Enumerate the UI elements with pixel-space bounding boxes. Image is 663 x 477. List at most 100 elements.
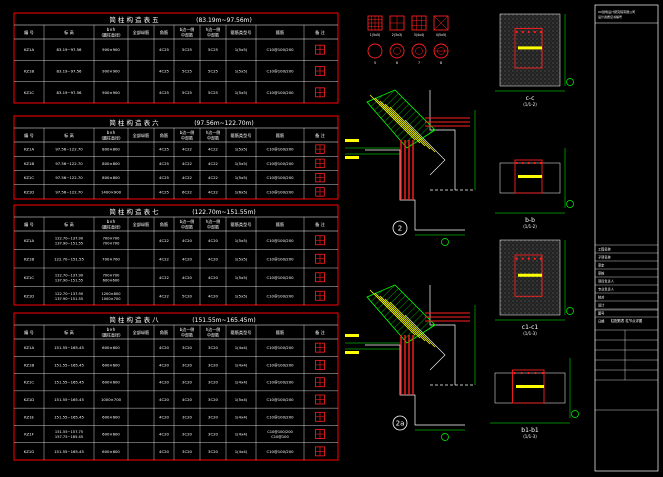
column-tables: 简 柱 构 造 表 五(83.19m~97.56m)编 号标 高b×h(圆柱直径… bbox=[13, 12, 339, 461]
table-header-cell: 箍筋类型号 bbox=[231, 132, 252, 139]
section-subtitle: (1/1-3) bbox=[523, 331, 537, 336]
table-cell: C10@100/200 bbox=[266, 345, 294, 350]
rebar-dot bbox=[539, 161, 542, 165]
table-cell: C10@100/200 bbox=[266, 175, 294, 180]
table-header-cell: b×h bbox=[107, 327, 116, 332]
table-cell: C10@100/200 bbox=[266, 47, 294, 52]
rebar-dot bbox=[534, 371, 537, 375]
rebar-dot bbox=[521, 257, 524, 260]
table-cell: C10@100/200 bbox=[266, 90, 294, 95]
table-cell: 1000×700 bbox=[101, 297, 121, 301]
section-rebar-bar bbox=[516, 385, 544, 388]
table-cell: 600×600 bbox=[102, 380, 120, 385]
section-subtitle: (1/1-3) bbox=[523, 434, 537, 439]
table-cell: 83.19~97.56 bbox=[57, 90, 83, 95]
outline bbox=[429, 285, 456, 385]
table-cell: C10@100/200 bbox=[266, 362, 294, 367]
grid-bubble bbox=[441, 433, 449, 441]
table-header-cell: 中部筋 bbox=[181, 135, 193, 141]
column-section-sketch bbox=[315, 411, 325, 422]
table-cell: 4C22 bbox=[159, 238, 169, 243]
table-header-cell: b边一侧 bbox=[180, 326, 195, 332]
table-border bbox=[13, 115, 339, 200]
table-header-cell: 备 注 bbox=[315, 132, 326, 139]
table-cell: 5C25 bbox=[208, 69, 218, 74]
stirrup-type-5: 5 bbox=[367, 43, 383, 65]
table-cell: 4C25 bbox=[159, 47, 169, 52]
table-cell: 4C20 bbox=[208, 256, 218, 261]
title-block-row: 图号 bbox=[598, 311, 604, 316]
table-cell: 900×900 bbox=[102, 47, 120, 52]
rebar-dot bbox=[527, 161, 530, 165]
rebar-dot bbox=[515, 161, 518, 165]
table-cell: 3C20 bbox=[182, 432, 192, 437]
table-cell: KZ1C bbox=[24, 175, 35, 180]
table-title: 简 柱 构 造 表 五 bbox=[109, 15, 159, 24]
table-cell: 3C20 bbox=[208, 380, 218, 385]
section-details: c-c(1/1-2)b-b(1/1-2)c1-c1(1/1-3)b1-b1(1/… bbox=[490, 13, 579, 439]
section-title: b-b bbox=[525, 217, 535, 224]
table-cell: 97.56~122.70 bbox=[55, 189, 83, 194]
rebar-dot bbox=[533, 30, 536, 34]
table-cell: KZ1A bbox=[24, 345, 35, 350]
table-cell: C10@100/200 bbox=[267, 430, 293, 434]
column-table-1: 简 柱 构 造 表 五(83.19m~97.56m)编 号标 高b×h(圆柱直径… bbox=[13, 12, 339, 104]
table-cell: 137.90~151.55 bbox=[55, 297, 83, 301]
table-cell: KZ1A bbox=[24, 47, 35, 52]
table-cell: KZ1B bbox=[24, 69, 35, 74]
section-rebar-bar bbox=[518, 46, 542, 50]
table-cell: 4C25 bbox=[159, 69, 169, 74]
table-cell: 1(5x5) bbox=[235, 47, 248, 52]
table-cell: 4C22 bbox=[182, 147, 192, 152]
table-cell: 600×600 bbox=[102, 414, 120, 419]
stirrup-type-2: 2(3x3) bbox=[389, 15, 405, 37]
table-header-cell: 角筋 bbox=[160, 29, 168, 36]
table-border bbox=[13, 312, 339, 461]
section-marker bbox=[345, 351, 359, 354]
table-cell: 1200×800 bbox=[101, 292, 121, 296]
table-cell: 600×600 bbox=[102, 362, 120, 367]
table-header-cell: 角筋 bbox=[160, 329, 168, 336]
title-block-row: 审定 bbox=[598, 263, 605, 268]
table-cell: 1(5x5) bbox=[235, 90, 248, 95]
table-header-cell: 备 注 bbox=[315, 329, 326, 336]
stirrup-outline bbox=[433, 15, 449, 31]
column-section-sketch bbox=[315, 187, 325, 197]
table-cell: 4C22 bbox=[182, 175, 192, 180]
node-details: 22a bbox=[345, 89, 476, 441]
table-header-cell: 标 高 bbox=[64, 221, 74, 228]
rebar-dot bbox=[515, 30, 518, 34]
concrete-hatch bbox=[499, 13, 561, 87]
table-cell: KZ1G bbox=[24, 449, 35, 454]
table-cell: 4C20 bbox=[159, 362, 169, 367]
table-header-cell: h边一侧 bbox=[206, 129, 221, 135]
table-cell: 4C20 bbox=[208, 293, 218, 298]
table-cell: 4C22 bbox=[159, 293, 169, 298]
table-cell: 600×600 bbox=[102, 449, 120, 454]
table-cell: 600×600 bbox=[102, 345, 120, 350]
column-section-sketch bbox=[315, 360, 325, 370]
table-cell: 4C20 bbox=[208, 238, 218, 243]
table-cell: 4C22 bbox=[208, 175, 218, 180]
table-cell: 700×700 bbox=[103, 241, 120, 245]
table-cell: 4C22 bbox=[208, 147, 218, 152]
table-cell: KZ1D bbox=[24, 397, 35, 402]
table-cell: 3C20 bbox=[182, 362, 192, 367]
table-header-cell: b边一侧 bbox=[180, 26, 195, 32]
stirrup-label: 2(3x3) bbox=[392, 33, 402, 37]
table-cell: 4C20 bbox=[182, 275, 192, 280]
table-cell: 3C20 bbox=[208, 345, 218, 350]
table-cell: 4C20 bbox=[182, 397, 192, 402]
table-cell: KZ1B bbox=[24, 256, 35, 261]
table-cell: C10@100/200 bbox=[266, 449, 294, 454]
table-header-cell: 中部筋 bbox=[181, 32, 193, 38]
table-header-cell: 全部纵筋 bbox=[133, 132, 150, 139]
section-b-b: b-b(1/1-2) bbox=[495, 148, 574, 229]
column-table-2: 简 柱 构 造 表 六(97.56m~122.70m)编 号标 高b×h(圆柱直… bbox=[13, 115, 339, 200]
table-cell: 151.55~165.45 bbox=[54, 449, 84, 454]
table-cell: 4C20 bbox=[182, 238, 192, 243]
table-cell: 122.70~151.55 bbox=[54, 256, 84, 261]
